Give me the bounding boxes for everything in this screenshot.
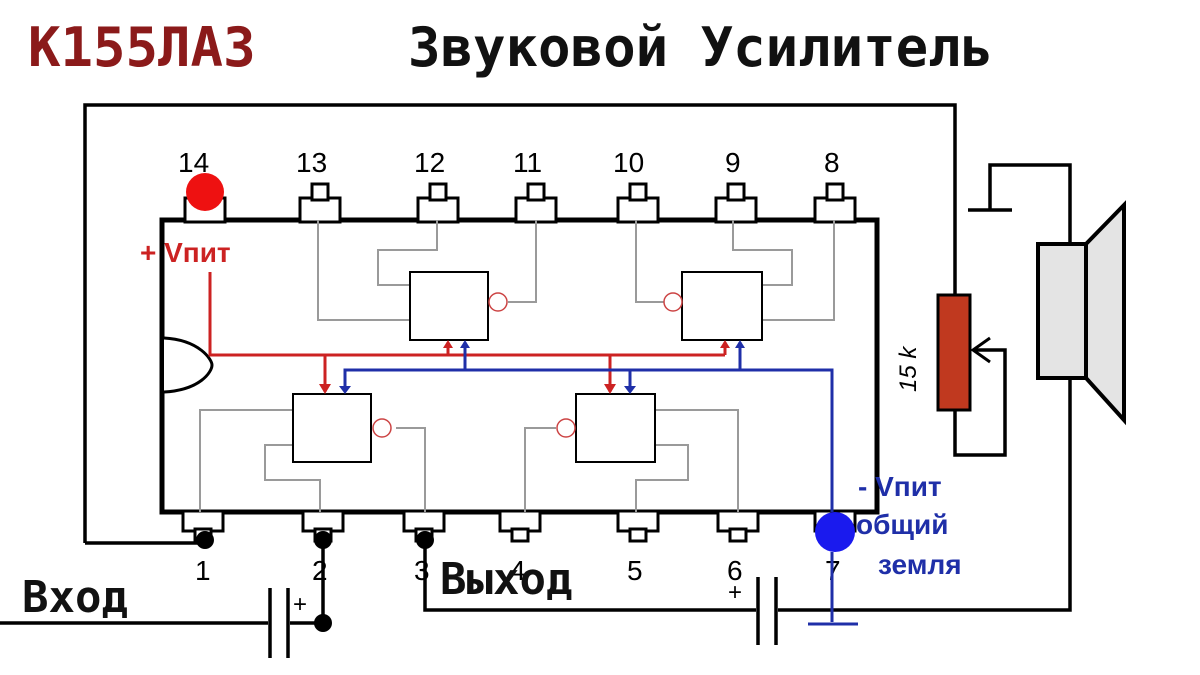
pin-14-supply-dot	[186, 173, 224, 211]
potentiometer-icon	[936, 293, 1003, 412]
resistor-value-label: 15 k	[895, 345, 922, 392]
pin-number-14: 14	[178, 147, 209, 178]
pin-6	[716, 509, 760, 543]
vcc-plus-label: + Vпит	[140, 237, 231, 268]
input-capacitor	[268, 588, 290, 658]
speaker-icon	[968, 200, 1126, 426]
pin-number-6: 6	[727, 555, 743, 586]
bottom-pins	[181, 509, 857, 543]
chip-body	[159, 217, 880, 515]
pin-12	[416, 182, 460, 224]
nand-gate-bottom-left	[292, 393, 392, 463]
pin-number-10: 10	[613, 147, 644, 178]
nand-gate-top-right	[663, 271, 763, 341]
nand-gate-top-left	[409, 271, 508, 341]
output-capacitor-plus: +	[728, 579, 742, 606]
vcc-minus-label: - Vпит	[858, 471, 942, 502]
pin-4	[498, 509, 542, 543]
ground-symbol-icon	[808, 552, 858, 626]
pin-9	[714, 182, 758, 224]
pin-number-11: 11	[513, 147, 542, 178]
ground-supply-arrows	[339, 340, 745, 394]
pin-number-8: 8	[824, 147, 840, 178]
pin-number-2: 2	[312, 555, 328, 586]
top-pins	[183, 182, 857, 224]
chip-title: К155ЛА3	[28, 16, 256, 79]
junction-dots	[196, 531, 434, 632]
pin-10	[616, 182, 660, 224]
output-capacitor	[756, 577, 778, 645]
pin-number-5: 5	[627, 555, 643, 586]
pin-number-9: 9	[725, 147, 741, 178]
pin-number-4: 4	[510, 555, 526, 586]
output-label: Выход	[440, 554, 572, 605]
pin-11	[514, 182, 558, 224]
input-capacitor-plus: +	[293, 591, 307, 618]
pin-number-12: 12	[414, 147, 445, 178]
internal-gate-wiring	[199, 220, 835, 512]
page-title: Звуковой Усилитель	[408, 16, 993, 79]
pin-number-13: 13	[296, 147, 327, 178]
pin-number-1: 1	[195, 555, 211, 586]
top-pin-numbers: 14 13 12 11 10 9 8	[178, 147, 840, 178]
common-ground-label: общий	[856, 509, 948, 540]
positive-supply-arrows	[319, 340, 730, 394]
input-label: Вход	[22, 572, 128, 623]
pin-13	[298, 182, 342, 224]
external-wiring	[0, 163, 1072, 625]
pin-8	[813, 182, 857, 224]
pin-number-3: 3	[414, 555, 430, 586]
nand-gate-bottom-right	[556, 393, 656, 463]
pin-5	[616, 509, 660, 543]
ground-word-label: земля	[878, 549, 962, 580]
pin-7-ground-dot	[815, 512, 855, 552]
